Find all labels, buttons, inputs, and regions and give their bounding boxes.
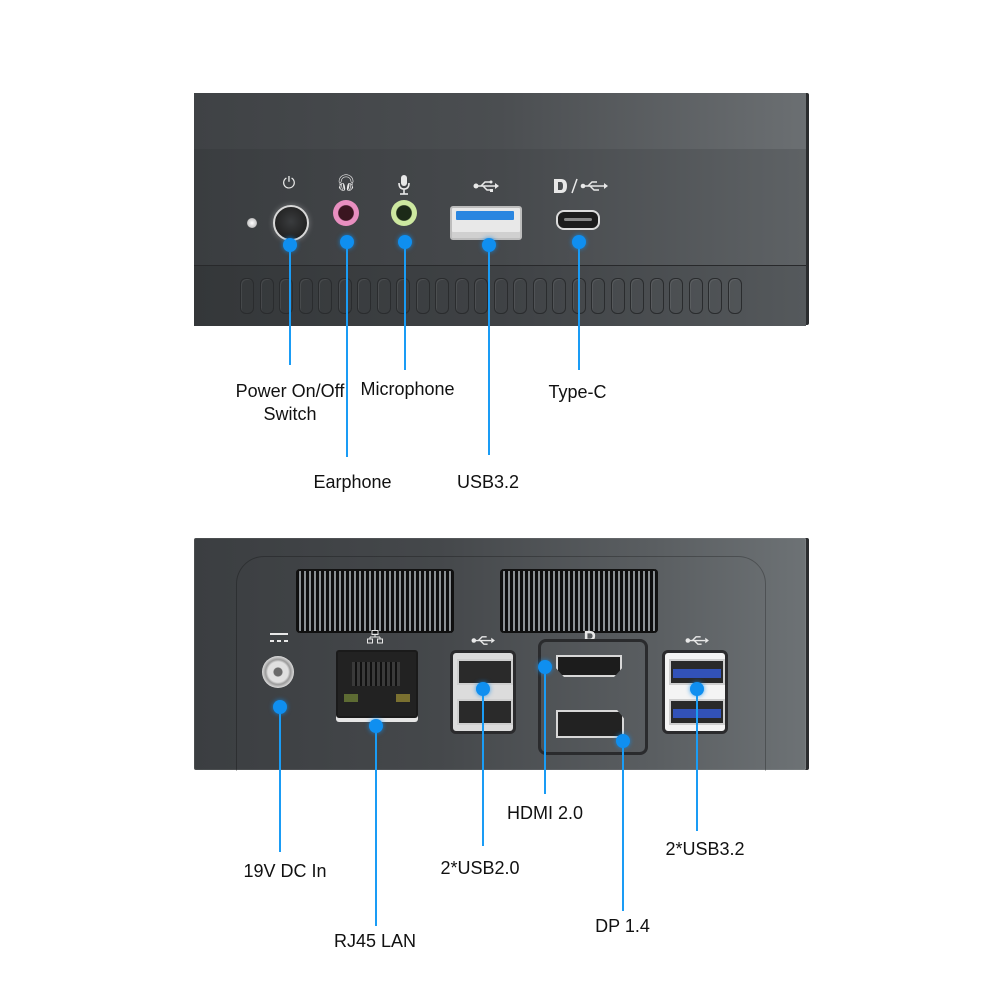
earphone-label: Earphone <box>313 472 392 492</box>
vent-slot <box>669 278 683 314</box>
back-recess <box>236 556 766 771</box>
headphones-icon: 🎧︎ <box>335 175 357 192</box>
usb3-port-front[interactable] <box>450 206 522 240</box>
video-port-frame <box>538 639 648 755</box>
power-label-line2: Switch <box>263 404 317 424</box>
usb3-back-callout-line <box>696 689 698 831</box>
power-icon: ⏻ <box>282 175 296 192</box>
rj45-port[interactable] <box>336 650 418 718</box>
earphone-callout-dot <box>340 235 354 249</box>
rj45-callout-line <box>375 726 377 926</box>
microphone-label: Microphone <box>360 379 455 399</box>
dc-in-label: 19V DC In <box>243 861 327 881</box>
dp-callout-dot <box>616 734 630 748</box>
vent-slot <box>435 278 449 314</box>
vent-slot <box>259 278 274 314</box>
usb3-back-callout-dot <box>690 682 704 696</box>
vent-slot <box>337 278 352 314</box>
dc-callout-line <box>279 707 281 852</box>
typec-callout-line <box>578 242 580 370</box>
vent-slot <box>493 278 508 314</box>
power-label-line1: Power On/Off <box>235 381 345 401</box>
usb2-label: 2*USB2.0 <box>440 858 520 878</box>
usb3-callout-dot <box>482 238 496 252</box>
vent-slot <box>532 278 547 314</box>
usb-icon-back-right <box>684 634 710 650</box>
front-panel <box>194 93 806 326</box>
microphone-callout-line <box>404 242 406 370</box>
vent-slot <box>415 278 430 314</box>
vent-slot <box>630 278 644 314</box>
vent-grille-right <box>500 569 658 633</box>
vent-slot <box>552 278 566 314</box>
power-button[interactable] <box>273 205 309 241</box>
front-top-face <box>194 93 806 149</box>
vent-grille-left <box>296 569 454 633</box>
vent-slot <box>591 278 605 314</box>
vent-slot <box>708 278 722 314</box>
displayport-usb-icon <box>552 178 610 198</box>
microphone-jack[interactable] <box>391 200 417 226</box>
dp-port[interactable] <box>556 710 624 738</box>
hdmi-port[interactable] <box>556 655 622 677</box>
vent-slot <box>298 278 313 314</box>
rj45-callout-dot <box>369 719 383 733</box>
vent-slot <box>279 278 293 314</box>
dc-callout-dot <box>273 700 287 714</box>
front-vent-face <box>194 265 806 326</box>
usb3-label: USB3.2 <box>456 472 520 492</box>
vent-slot <box>727 278 742 314</box>
microphone-icon <box>394 174 414 200</box>
microphone-callout-dot <box>398 235 412 249</box>
typec-label: Type-C <box>548 382 607 402</box>
power-led <box>247 218 257 228</box>
power-callout-line <box>289 245 291 365</box>
dc-jack[interactable] <box>262 656 294 688</box>
usb2-callout-dot <box>476 682 490 696</box>
usb2-callout-line <box>482 689 484 846</box>
vent-slot <box>376 278 391 314</box>
power-label: Power On/Off Switch <box>200 380 380 426</box>
hdmi-callout-line <box>544 667 546 794</box>
vent-slot <box>610 278 625 314</box>
usb3-back-label: 2*USB3.2 <box>665 839 745 859</box>
earphone-callout-line <box>346 242 348 457</box>
usb-icon <box>472 180 500 196</box>
vent-slot <box>649 278 664 314</box>
vent-slot <box>396 278 410 314</box>
vent-slot <box>357 278 371 314</box>
vent-slot <box>240 278 254 314</box>
displayport-icon <box>582 630 598 646</box>
earphone-jack[interactable] <box>333 200 359 226</box>
usb2-stack[interactable] <box>450 650 516 734</box>
rj45-label: RJ45 LAN <box>333 931 417 951</box>
hdmi-label: HDMI 2.0 <box>506 803 584 823</box>
network-icon <box>365 630 385 648</box>
typec-port[interactable] <box>556 210 600 230</box>
vent-slot <box>318 278 332 314</box>
dp-callout-line <box>622 741 624 911</box>
vent-slot <box>454 278 469 314</box>
usb3-callout-line <box>488 245 490 455</box>
vent-slot <box>513 278 527 314</box>
vent-slot <box>688 278 703 314</box>
vent-slot <box>474 278 488 314</box>
hdmi-callout-dot <box>538 660 552 674</box>
dp-label: DP 1.4 <box>595 916 650 936</box>
dc-power-icon <box>268 632 290 646</box>
typec-callout-dot <box>572 235 586 249</box>
power-callout-dot <box>283 238 297 252</box>
usb-icon-back-left <box>470 634 496 650</box>
